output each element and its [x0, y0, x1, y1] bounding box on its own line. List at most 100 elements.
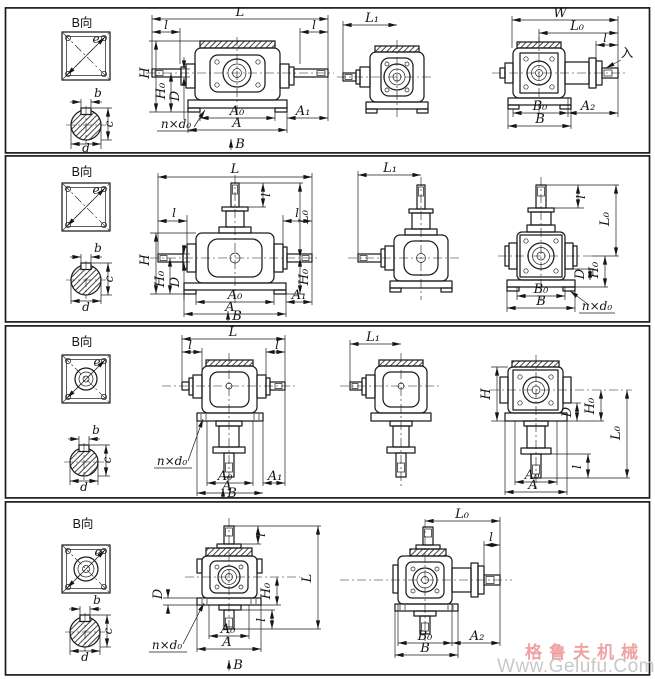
dim-label-b: b — [92, 423, 100, 437]
dim-label-H0: H₀ — [154, 82, 169, 100]
dim-label-A1: A₁ — [291, 288, 307, 303]
view-b-label: B向 — [72, 164, 93, 179]
dim-label-L: L — [230, 162, 240, 177]
dim-label-L: L — [228, 325, 238, 340]
dim-label-d: d — [82, 141, 90, 154]
dim-label-A2: A₂ — [580, 99, 596, 114]
fig-r3-front: L l l n×d₀ A₀ A₁ A B — [154, 325, 296, 499]
dim-label-H0: H₀ — [583, 397, 598, 415]
fig-r1-left-shaft: L₁ — [337, 11, 434, 118]
dim-label-D: D — [560, 406, 575, 418]
dim-label-A0: A₀ — [229, 104, 245, 119]
dim-label-A1: A₁ — [295, 104, 311, 119]
dim-label-e: e — [92, 183, 99, 197]
dim-label-l: l — [254, 533, 268, 537]
fig-r4-front: l L H₀ l D n×d₀ A₀ A B — [149, 518, 321, 673]
dim-label-A: A — [231, 116, 241, 131]
dim-label-l: l — [188, 338, 192, 352]
dim-label-L0: L₀ — [598, 211, 613, 227]
dim-label-B: B — [232, 658, 243, 673]
shaft-section-r4: b c d — [65, 593, 115, 664]
dim-label-A: A — [224, 300, 234, 315]
dim-label-D: D — [151, 588, 166, 600]
panel-row2: B向 e b c d L l l l L₀ H H₀ D H — [0, 155, 655, 323]
flange-view-r3: B向 e — [61, 334, 111, 404]
dim-label-d: d — [81, 650, 89, 664]
dim-label-L1: L₁ — [364, 11, 379, 26]
dim-label-nd0: n×d₀ — [157, 454, 187, 468]
dim-label-L1: L₁ — [382, 161, 397, 176]
dim-label-B: B — [419, 641, 430, 656]
panel-row3: B向 e b c d L l l n×d₀ A₀ A₁ A — [0, 325, 655, 499]
dim-label-A0: A₀ — [217, 469, 233, 484]
panel-row4: B向 e b c d l L H₀ l D n×d₀ A₀ — [0, 501, 655, 676]
dim-label-l: l — [295, 206, 299, 220]
dim-label-B: B — [234, 137, 245, 152]
dim-label-B0: B₀ — [533, 282, 550, 297]
dim-label-A: A — [221, 635, 231, 650]
dim-label-l: l — [574, 195, 588, 199]
dim-label-l: l — [275, 338, 279, 352]
dim-label-B: B — [226, 486, 237, 499]
dim-label-l: l — [172, 206, 176, 220]
dim-label-b: b — [94, 241, 102, 255]
dim-label-e: e — [93, 355, 100, 369]
flange-view-r4: B向 e — [61, 516, 111, 594]
dim-label-D: D — [168, 90, 183, 102]
dim-label-b: b — [93, 593, 101, 607]
fig-r2-left-shaft: L₁ — [348, 161, 460, 300]
view-b-label: B向 — [72, 334, 93, 349]
dim-label-d: d — [82, 300, 90, 314]
dim-label-e: e — [94, 545, 101, 559]
watermark-url: Www.Gelufu.Com — [497, 656, 655, 677]
dim-label-H: H — [479, 388, 494, 401]
dim-label-D: D — [573, 268, 588, 280]
dim-label-B: B — [535, 294, 546, 309]
input-label: 入 — [621, 46, 634, 60]
fig-r4-side-input: L₀ l B₀ A₂ B — [340, 507, 512, 658]
dim-label-H0: H₀ — [153, 270, 168, 288]
dim-label-L0: L₀ — [454, 507, 470, 522]
dim-label-W: W — [553, 7, 568, 21]
dim-label-L0: L₀ — [569, 19, 585, 34]
watermark-brand: 格鲁夫机械 — [525, 643, 645, 663]
dim-label-l: l — [259, 193, 273, 197]
dim-label-nd0: n×d₀ — [582, 299, 612, 313]
dim-label-B0: B₀ — [417, 629, 434, 644]
view-b-label: B向 — [72, 15, 93, 30]
dim-label-l: l — [570, 465, 584, 469]
shaft-section-r3: b c d — [64, 423, 114, 494]
dim-label-L1: L₁ — [365, 330, 380, 345]
dim-label-H0: H₀ — [259, 582, 274, 600]
dim-label-c: c — [101, 627, 115, 634]
dim-label-A0: A₀ — [220, 622, 236, 637]
dim-label-l: l — [164, 18, 168, 32]
fig-r3-side: H D H₀ L₀ l A₀ A — [479, 355, 632, 495]
fig-r2-front: L l l l L₀ H H₀ D H₀ A₀ A₁ A B — [138, 162, 320, 323]
dim-label-nd0: n×d₀ — [152, 638, 182, 652]
dim-label-e: e — [92, 32, 99, 46]
dim-label-A0: A₀ — [524, 468, 540, 483]
dim-label-b: b — [94, 86, 102, 100]
dim-label-B0: B₀ — [532, 99, 549, 114]
panel-row1: B向 e b c d L l l H H₀ D n×d₀ A₀ A — [0, 7, 655, 154]
shaft-section-r1: b c d — [66, 86, 116, 154]
dim-label-c: c — [100, 456, 114, 463]
dim-label-B: B — [231, 309, 242, 323]
flange-view-r1: B向 e — [61, 15, 111, 81]
dim-label-A: A — [527, 478, 537, 493]
dim-label-l: l — [603, 31, 607, 45]
dim-label-c: c — [102, 275, 116, 282]
dim-label-L: L — [300, 574, 315, 584]
dim-label-D: D — [168, 276, 183, 288]
flange-view-r2: B向 e — [61, 164, 111, 232]
view-b-label: B向 — [73, 516, 94, 531]
dim-label-A1: A₁ — [267, 469, 283, 484]
dim-label-A2: A₂ — [469, 629, 485, 644]
dim-label-L0: L₀ — [609, 425, 624, 441]
dim-label-H0: H₀ — [297, 268, 312, 286]
shaft-section-r2: b c d — [66, 241, 116, 314]
dim-label-l: l — [312, 18, 316, 32]
dim-label-B: B — [534, 112, 545, 127]
dim-label-H: H — [138, 254, 153, 267]
